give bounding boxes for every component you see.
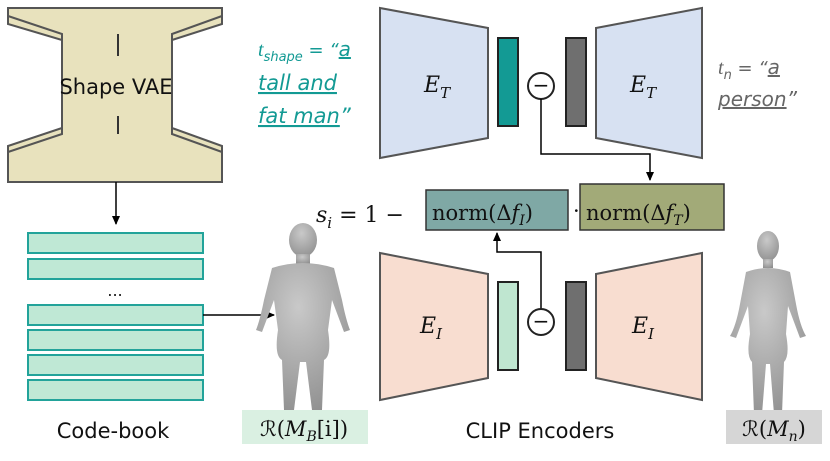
formula-lhs: si = 1 −	[316, 203, 404, 232]
codebook-label: Code-book	[57, 419, 170, 443]
codebook-entry	[27, 232, 204, 254]
render-mn-label-bg	[726, 410, 822, 444]
svg-text:tn = “a: tn = “a	[718, 55, 780, 83]
text-minus-symbol: −	[533, 73, 550, 97]
t-shape-text: tshape = “a tall and fat man”	[258, 37, 352, 128]
image-feature-neutral	[565, 281, 587, 371]
image-diff-arrow	[493, 232, 542, 309]
svg-text:ET: ET	[629, 73, 657, 102]
render-body-mn	[730, 231, 806, 414]
svg-text:fat man”: fat man”	[258, 104, 352, 128]
svg-text:ET: ET	[423, 73, 451, 102]
svg-text:EI: EI	[419, 314, 443, 343]
norm-ft-box	[579, 183, 725, 231]
render-mb-label: ℛ(MB[i])	[260, 417, 348, 445]
render-body-mb	[256, 223, 350, 410]
shape-vae-label: Shape VAE	[59, 75, 172, 99]
codebook-entry	[27, 379, 204, 401]
codebook: ... Code-book	[27, 232, 204, 443]
image-encoder-right: EI	[595, 251, 703, 402]
codebook-entry	[27, 354, 204, 376]
text-encoder-left: ET	[379, 6, 489, 160]
svg-text:EI: EI	[631, 314, 655, 343]
norm-ft-text: norm(ΔfT)	[586, 201, 691, 229]
codebook-ellipsis: ...	[107, 281, 122, 300]
codebook-entry-selected	[27, 304, 204, 326]
norm-fi-text: norm(ΔfI)	[432, 201, 533, 229]
render-mb-label-bg	[242, 410, 368, 444]
text-feature-shape	[497, 37, 519, 127]
similarity-formula: si = 1 − norm(ΔfI) · norm(ΔfT)	[316, 183, 725, 232]
svg-text:tall and: tall and	[258, 71, 338, 95]
image-minus-symbol: −	[533, 309, 550, 333]
image-feature-shape	[497, 281, 519, 371]
svg-text:person”: person”	[717, 87, 798, 111]
t-n-text: tn = “a person”	[717, 55, 798, 111]
formula-dot: ·	[573, 199, 580, 223]
codebook-entry	[27, 329, 204, 351]
image-minus-circle	[527, 308, 555, 336]
shape-vae-block: Shape VAE	[7, 7, 223, 183]
image-encoder-left: EI	[379, 251, 489, 402]
clip-encoders-label: CLIP Encoders	[466, 419, 615, 443]
svg-text:tshape = “a: tshape = “a	[258, 37, 351, 65]
text-encoder-right: ET	[595, 6, 703, 160]
norm-fi-box	[425, 189, 569, 231]
text-diff-arrow	[540, 99, 654, 181]
text-feature-neutral	[565, 37, 587, 127]
codebook-entry	[27, 258, 204, 280]
render-mn-label: ℛ(Mn)	[742, 417, 806, 445]
